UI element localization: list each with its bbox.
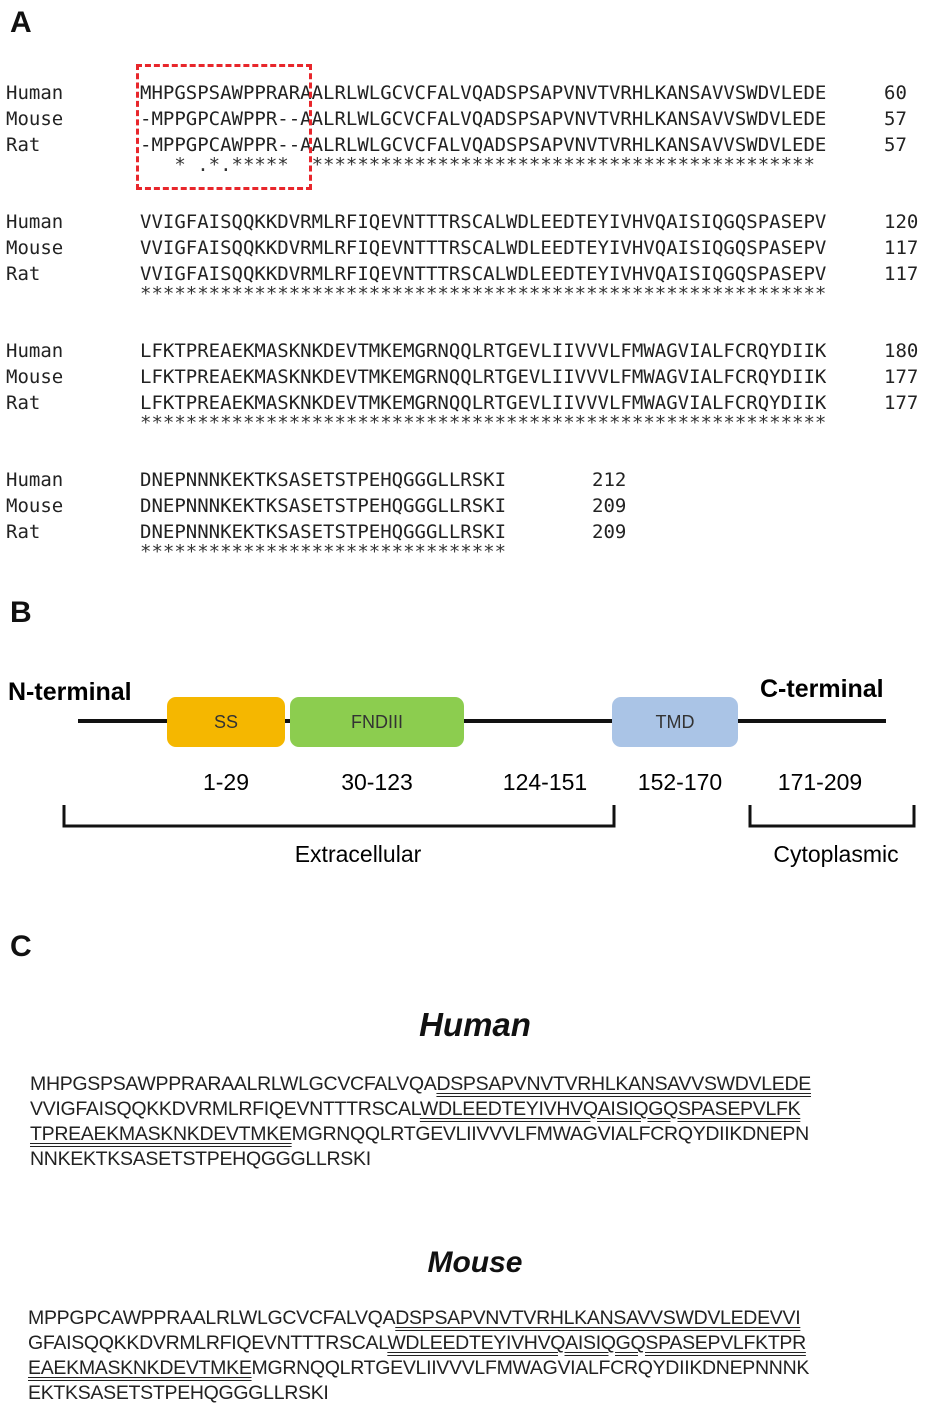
domain-fndiii-label: FNDIII (351, 712, 403, 732)
range-label-4: 152-170 (638, 769, 722, 795)
residue-end-number: 117 (884, 237, 919, 259)
cytoplasmic-bracket (748, 805, 916, 828)
mouse-full-sequence: MPPGPCAWPPRAALRLWLGCVCFALVQADSPSAPVNVTVR… (28, 1306, 809, 1406)
residue-end-number: 180 (884, 340, 919, 362)
sequence-line: TPREAEKMASKNKDEVTMKEMGRNQQLRTGEVLIIVVVLF… (30, 1122, 811, 1147)
consensus-line: ******************************** (140, 541, 507, 563)
underlined-segment: WDLEEDTEYIVHVQAISIQGQSPASEPVLFK (419, 1098, 801, 1120)
domain-ss-label: SS (214, 712, 238, 732)
domain-diagram: N-terminal C-terminal SS FNDIII TMD 1-29… (8, 675, 916, 867)
sequence-segment: NNKEKTKSASETSTPEHQGGGLLRSKI (30, 1148, 371, 1170)
sequence-segment: GFAISQQKKDVRMLRFIQEVNTTTRSCAL (28, 1332, 388, 1354)
domain-fndiii: FNDIII (290, 697, 464, 747)
underlined-segment: DSPSAPVNVTVRHLKANSAVVSWDVLEDEVVI (395, 1307, 801, 1329)
species-label: Mouse (6, 366, 64, 388)
n-terminal-highlight-box (136, 64, 312, 190)
aligned-sequence: DNEPNNNKEKTKSASETSTPEHQGGGLLRSKI (140, 521, 507, 543)
consensus-line: ****************************************… (140, 283, 827, 305)
residue-end-number: 209 (592, 495, 627, 517)
range-label-5: 171-209 (778, 769, 862, 795)
species-label: Human (6, 340, 64, 362)
human-full-sequence: MHPGSPSAWPPRARAALRLWLGCVCFALVQADSPSAPVNV… (30, 1072, 811, 1172)
species-label: Human (6, 82, 64, 104)
aligned-sequence: DNEPNNNKEKTKSASETSTPEHQGGGLLRSKI (140, 469, 507, 491)
sequence-segment: MGRNQQLRTGEVLIIVVVLFMWAGVIALFCRQYDIIKDNE… (251, 1357, 810, 1379)
aligned-sequence: DNEPNNNKEKTKSASETSTPEHQGGGLLRSKI (140, 495, 507, 517)
consensus-line: ****************************************… (140, 412, 827, 434)
range-label-3: 124-151 (503, 769, 587, 795)
consensus-line: * .*.***** *****************************… (140, 154, 815, 176)
extracellular-bracket (62, 805, 616, 828)
mouse-sequence-title: Mouse (427, 1246, 523, 1279)
aligned-sequence: LFKTPREAEKMASKNKDEVTMKEMGRNQQLRTGEVLIIVV… (140, 340, 827, 362)
species-label: Rat (6, 134, 41, 156)
extracellular-label: Extracellular (295, 841, 422, 867)
n-terminal-label: N-terminal (8, 678, 132, 706)
domain-tmd: TMD (612, 697, 738, 747)
species-label: Mouse (6, 495, 64, 517)
domain-ss: SS (167, 697, 285, 747)
domain-fndiii-box (290, 697, 464, 747)
residue-end-number: 177 (884, 392, 919, 414)
sequence-line: MPPGPCAWPPRAALRLWLGCVCFALVQADSPSAPVNVTVR… (28, 1306, 809, 1331)
species-label: Rat (6, 392, 41, 414)
human-sequence-title: Human (419, 1006, 531, 1043)
sequence-segment: MPPGPCAWPPRAALRLWLGCVCFALVQA (28, 1307, 396, 1329)
c-terminal-label: C-terminal (760, 675, 884, 703)
sequence-segment: VVIGFAISQQKKDVRMLRFIQEVNTTTRSCAL (30, 1098, 420, 1120)
domain-ss-box (167, 697, 285, 747)
sequence-segment: EKTKSASETSTPEHQGGGLLRSKI (28, 1382, 329, 1404)
aligned-sequence: VVIGFAISQQKKDVRMLRFIQEVNTTTRSCALWDLEEDTE… (140, 263, 827, 285)
range-label-2: 30-123 (341, 769, 413, 795)
sequence-segment: MGRNQQLRTGEVLIIVVVLFMWAGVIALFCRQYDIIKDNE… (291, 1123, 810, 1145)
residue-end-number: 209 (592, 521, 627, 543)
residue-end-number: 212 (592, 469, 627, 491)
panel-label-c: C (10, 930, 32, 963)
residue-end-number: 117 (884, 263, 919, 285)
domain-tmd-label: TMD (656, 712, 695, 732)
cytoplasmic-label: Cytoplasmic (773, 841, 898, 867)
sequence-line: GFAISQQKKDVRMLRFIQEVNTTTRSCALWDLEEDTEYIV… (28, 1331, 809, 1356)
sequence-segment: MHPGSPSAWPPRARAALRLWLGCVCFALVQA (30, 1073, 437, 1095)
domain-tmd-box (612, 697, 738, 747)
aligned-sequence: LFKTPREAEKMASKNKDEVTMKEMGRNQQLRTGEVLIIVV… (140, 366, 827, 388)
aligned-sequence: VVIGFAISQQKKDVRMLRFIQEVNTTTRSCALWDLEEDTE… (140, 237, 827, 259)
species-label: Rat (6, 263, 41, 285)
residue-end-number: 120 (884, 211, 919, 233)
sequence-line: EAEKMASKNKDEVTMKEMGRNQQLRTGEVLIIVVVLFMWA… (28, 1356, 809, 1381)
species-label: Rat (6, 521, 41, 543)
panel-label-a: A (10, 6, 32, 39)
residue-end-number: 177 (884, 366, 919, 388)
range-label-1: 1-29 (203, 769, 249, 795)
residue-end-number: 60 (884, 82, 907, 104)
underlined-segment: WDLEEDTEYIVHVQAISIQGQSPASEPVLFKTPR (387, 1332, 806, 1354)
underlined-segment: EAEKMASKNKDEVTMKE (28, 1357, 252, 1379)
underlined-segment: DSPSAPVNVTVRHLKANSAVVSWDVLEDE (436, 1073, 811, 1095)
sequence-line: MHPGSPSAWPPRARAALRLWLGCVCFALVQADSPSAPVNV… (30, 1072, 811, 1097)
panel-label-b: B (10, 596, 32, 629)
residue-end-number: 57 (884, 108, 907, 130)
sequence-line: EKTKSASETSTPEHQGGGLLRSKI (28, 1381, 809, 1406)
species-label: Human (6, 469, 64, 491)
species-label: Human (6, 211, 64, 233)
sequence-line: VVIGFAISQQKKDVRMLRFIQEVNTTTRSCALWDLEEDTE… (30, 1097, 811, 1122)
residue-end-number: 57 (884, 134, 907, 156)
sequence-line: NNKEKTKSASETSTPEHQGGGLLRSKI (30, 1147, 811, 1172)
species-label: Mouse (6, 237, 64, 259)
aligned-sequence: VVIGFAISQQKKDVRMLRFIQEVNTTTRSCALWDLEEDTE… (140, 211, 827, 233)
species-label: Mouse (6, 108, 64, 130)
underlined-segment: TPREAEKMASKNKDEVTMKE (30, 1123, 292, 1145)
aligned-sequence: LFKTPREAEKMASKNKDEVTMKEMGRNQQLRTGEVLIIVV… (140, 392, 827, 414)
